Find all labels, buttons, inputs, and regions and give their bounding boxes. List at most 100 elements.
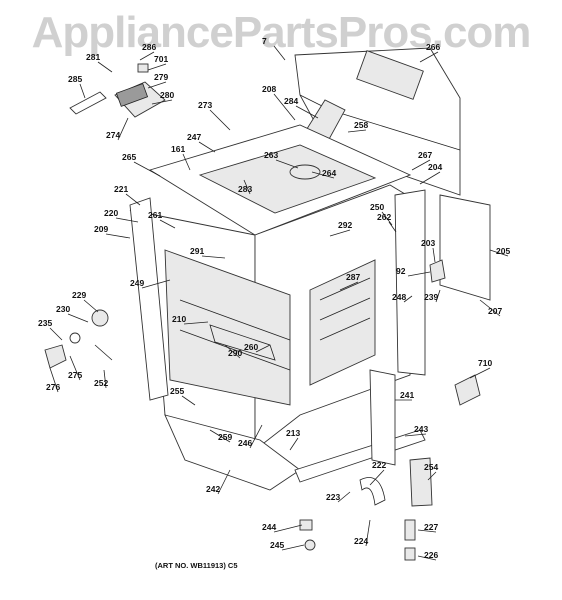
callout-265: 265 [122,152,136,162]
leader-line-249 [141,279,171,289]
callout-246: 246 [238,438,252,448]
callout-92: 92 [396,266,406,276]
leader-line-263 [275,159,299,169]
callout-208: 208 [262,84,276,94]
callout-261: 261 [148,210,162,220]
leader-line-205 [489,249,509,257]
callout-223: 223 [326,492,340,502]
leader-line-209 [105,233,131,239]
callout-255: 255 [170,386,184,396]
callout-labels: 7266281286701279285280274273208284258247… [38,36,510,561]
leader-line-279 [147,81,167,89]
leader-line-701 [147,63,167,71]
callout-262: 262 [377,212,391,222]
callout-291: 291 [190,246,204,256]
callout-161: 161 [171,144,185,154]
callout-227: 227 [424,522,438,532]
leader-line-247 [198,141,216,153]
burner-assembly [69,63,166,118]
leader-line-245 [281,544,305,551]
leader-line-264 [311,171,335,179]
leader-line-261 [159,219,176,229]
leader-line-259 [209,429,231,443]
leader-line-221 [125,193,141,206]
callout-226: 226 [424,550,438,560]
leader-line-244 [273,524,303,533]
callout-283: 283 [238,184,252,194]
leader-line-287 [339,281,359,291]
leader-line-284 [295,105,319,119]
callout-280: 280 [160,90,174,100]
callout-275: 275 [68,370,82,380]
leader-line-250 [381,211,393,226]
leader-line-239 [435,289,441,303]
oven-element [209,324,276,361]
callout-239: 239 [424,292,438,302]
leader-line-283 [243,179,251,195]
leader-line-290 [224,344,241,359]
callout-242: 242 [206,484,220,494]
leader-line-276 [49,367,59,393]
callout-284: 284 [284,96,298,106]
callout-230: 230 [56,304,70,314]
leader-line-229 [83,299,99,313]
callout-273: 273 [198,100,212,110]
leader-line-273 [209,109,231,131]
callout-229: 229 [72,290,86,300]
right-side-panel [394,189,491,376]
leader-line-207 [479,299,501,317]
leader-line-208 [273,93,296,121]
callout-266: 266 [426,42,440,52]
leader-line-285 [79,83,86,99]
knob-parts [44,309,113,369]
callout-274: 274 [106,130,120,140]
callout-213: 213 [286,428,300,438]
callout-286: 286 [142,42,156,52]
callout-245: 245 [270,540,284,550]
callout-701: 701 [154,54,168,64]
leader-line-227 [417,529,437,533]
callout-276: 276 [46,382,60,392]
callout-710: 710 [478,358,492,368]
leader-line-92 [407,271,431,277]
leader-line-213 [289,437,299,451]
callout-252: 252 [94,378,108,388]
callout-290: 290 [228,348,242,358]
callout-287: 287 [346,272,360,282]
leader-line-222 [369,469,385,486]
callout-260: 260 [244,342,258,352]
leader-line-204 [419,171,441,185]
leader-line-161 [182,153,191,171]
leader-line-226 [417,555,437,561]
leader-line-220 [115,217,139,223]
leader-line-274 [117,117,129,141]
callout-221: 221 [114,184,128,194]
callout-258: 258 [354,120,368,130]
callout-243: 243 [414,424,428,434]
callout-235: 235 [38,318,52,328]
leader-line-224 [365,519,371,547]
leader-line-265 [133,161,161,177]
leader-line-262 [388,221,397,233]
callout-7: 7 [262,36,267,46]
callout-244: 244 [262,522,276,532]
leader-line-210 [183,321,209,325]
callout-285: 285 [68,74,82,84]
leader-line-260 [255,344,271,353]
callout-203: 203 [421,238,435,248]
bottom-rail [294,369,426,483]
callout-204: 204 [428,162,442,172]
callout-250: 250 [370,202,384,212]
leader-line-280 [151,99,173,105]
leader-line-203 [432,247,436,263]
callout-248: 248 [392,292,406,302]
leader-line-710 [469,367,491,379]
callout-249: 249 [130,278,144,288]
leader-line-248 [403,295,413,303]
callout-279: 279 [154,72,168,82]
callout-220: 220 [104,208,118,218]
callout-224: 224 [354,536,368,546]
callout-222: 222 [372,460,386,470]
small-parts [299,259,481,561]
